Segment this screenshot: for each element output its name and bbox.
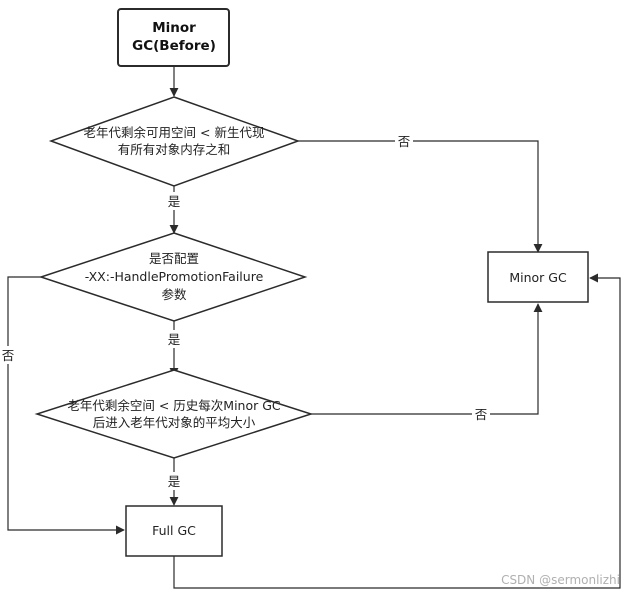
node-full-gc-label: Full GC	[152, 523, 196, 538]
node-decision3-line2: 后进入老年代对象的平均大小	[93, 415, 256, 430]
node-decision3: 老年代剩余空间 < 历史每次Minor GC 后进入老年代对象的平均大小	[34, 369, 314, 459]
edge-label-decision1-yes: 是	[168, 194, 181, 209]
node-full-gc: Full GC	[125, 505, 223, 557]
edge-decision3-no	[311, 303, 543, 415]
node-decision2-line3: 参数	[161, 287, 187, 302]
edge-label-decision3-no: 否	[475, 407, 488, 422]
node-minor-gc-label: Minor GC	[509, 270, 567, 285]
node-minor-gc: Minor GC	[487, 251, 589, 303]
edge-label-decision1-no: 否	[398, 134, 411, 149]
edge-decision2-no	[7, 276, 125, 535]
watermark: CSDN @sermonlizhi	[501, 573, 620, 587]
node-decision1-line1: 老年代剩余可用空间 < 新生代现	[84, 125, 265, 140]
node-decision1: 老年代剩余可用空间 < 新生代现 有所有对象内存之和	[48, 96, 301, 187]
node-start-line1: Minor	[152, 20, 196, 36]
edge-decision1-no	[298, 140, 543, 253]
node-decision3-line1: 老年代剩余空间 < 历史每次Minor GC	[67, 398, 281, 413]
edge-fullgc-to-minorgc	[173, 273, 621, 589]
node-start: Minor GC(Before)	[117, 8, 230, 67]
edge-label-decision2-yes: 是	[168, 332, 181, 347]
edge-label-decision3-yes: 是	[168, 474, 181, 489]
node-decision1-line2: 有所有对象内存之和	[118, 142, 231, 157]
node-start-line2: GC(Before)	[132, 38, 216, 54]
node-decision2: 是否配置 -XX:-HandlePromotionFailure 参数	[38, 232, 308, 322]
edge-label-decision2-no: 否	[2, 348, 15, 363]
node-decision2-line2: -XX:-HandlePromotionFailure	[85, 269, 264, 284]
node-decision2-line1: 是否配置	[149, 251, 199, 266]
